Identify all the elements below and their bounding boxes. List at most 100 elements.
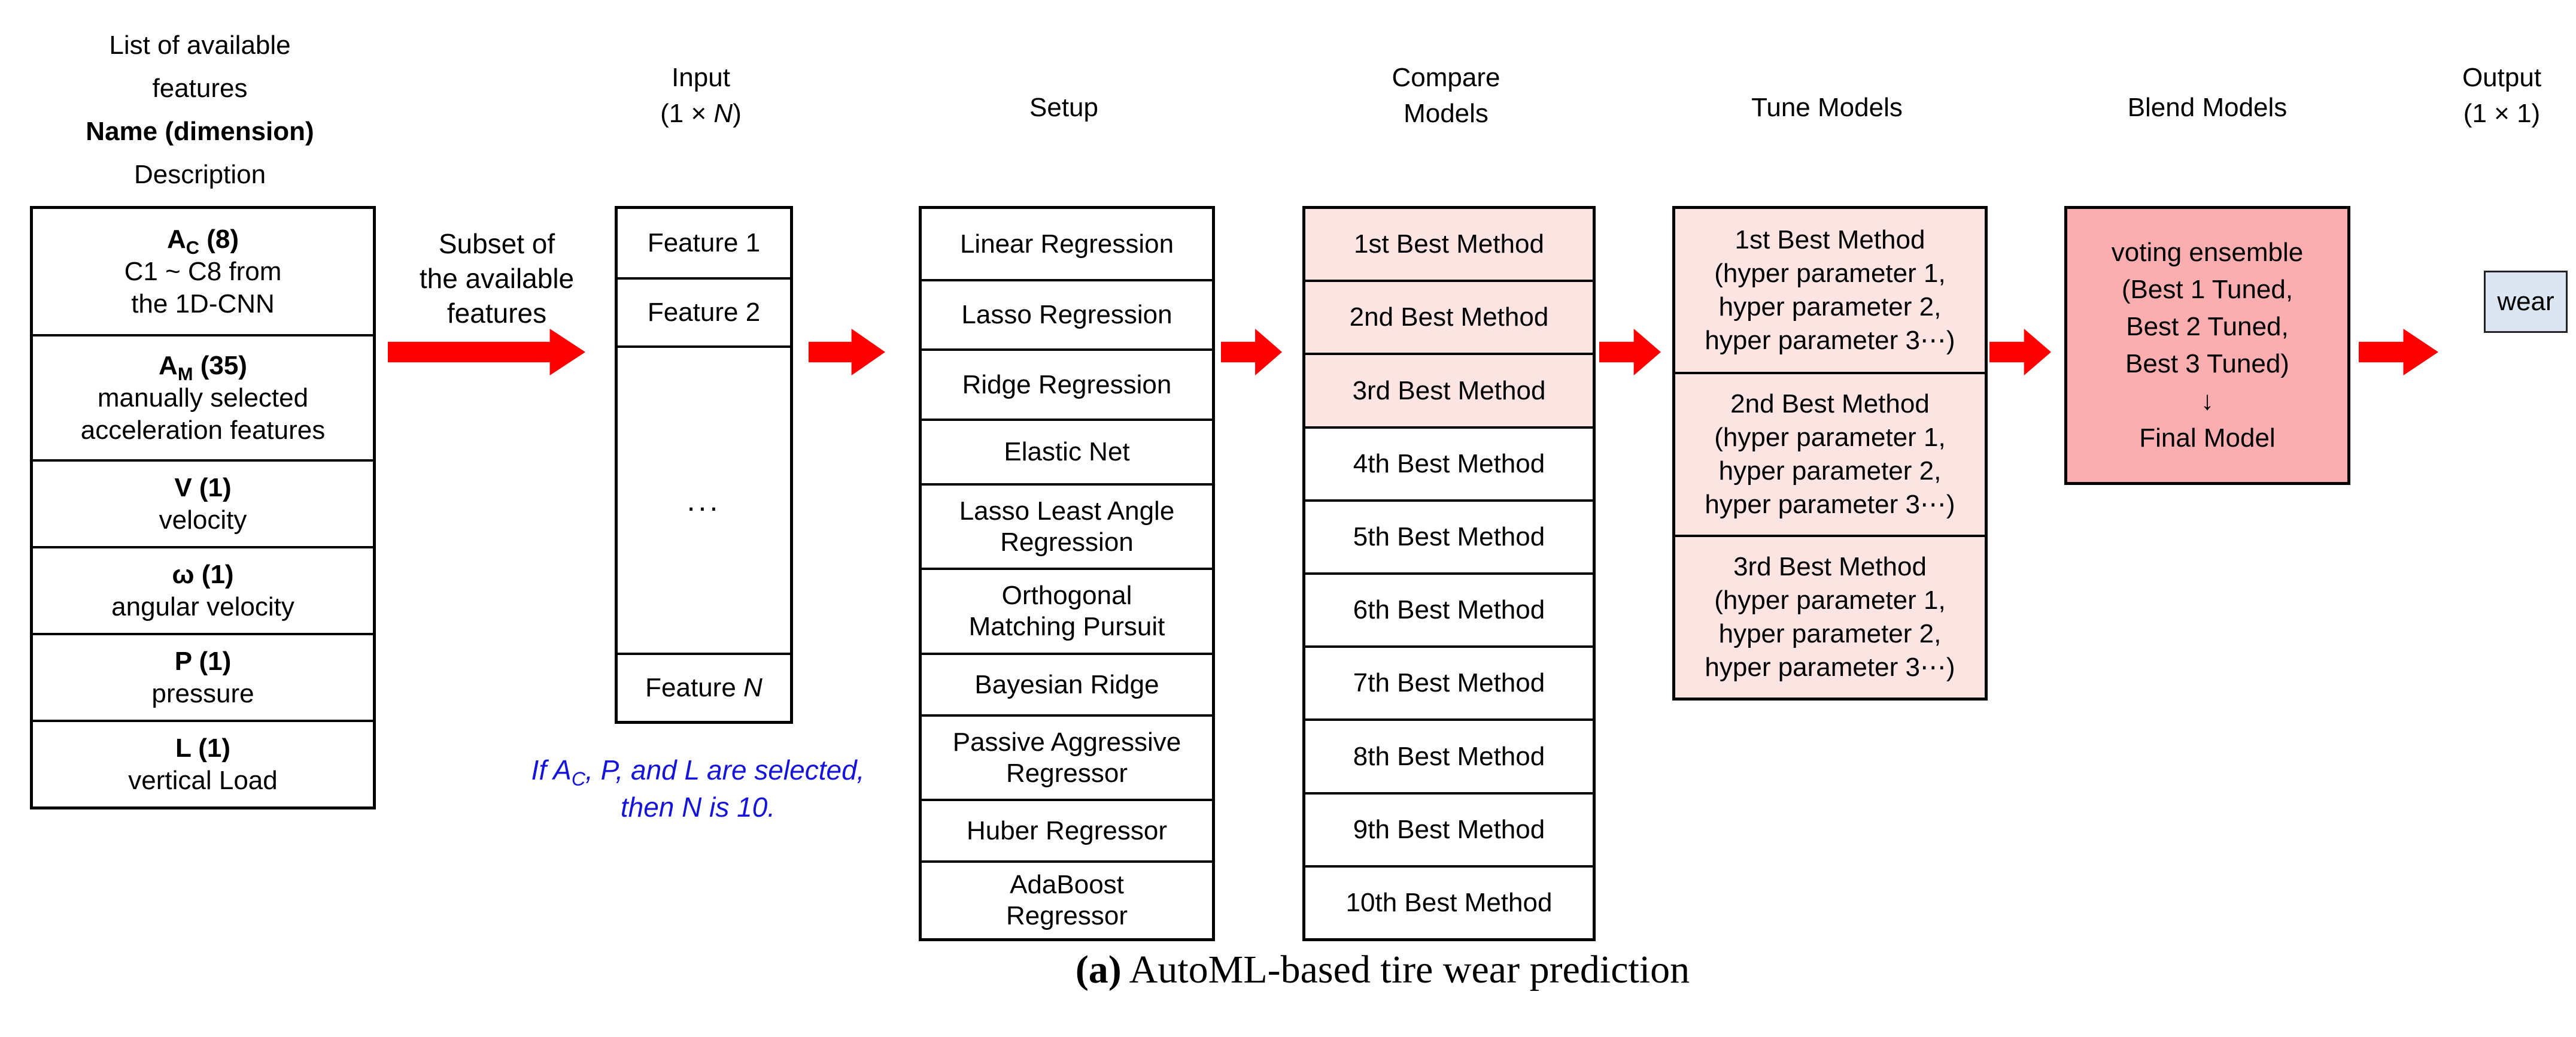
setup-model-label: Bayesian Ridge — [974, 669, 1159, 699]
tune-header-line: Tune Models — [1751, 93, 1903, 122]
wear-output-box: wear — [2484, 271, 2568, 333]
compare-row-6: 6th Best Method — [1305, 572, 1593, 645]
setup-header-line: Setup — [1029, 93, 1098, 122]
compare-table: 1st Best Method 2nd Best Method 3rd Best… — [1302, 206, 1596, 941]
feature-name: ω (1) — [172, 559, 234, 589]
setup-row: Ridge Regression — [922, 348, 1212, 419]
wear-label: wear — [2497, 287, 2554, 316]
input-row-ellipsis: ... — [618, 345, 790, 653]
compare-row-2: 2nd Best Method — [1305, 280, 1593, 353]
feature-row-v: V (1) velocity — [33, 459, 373, 546]
blend-header: Blend Models — [2064, 90, 2350, 126]
input-header: Input (1 × N) — [615, 60, 787, 132]
tune-header: Tune Models — [1672, 90, 1982, 126]
features-list-header: List of available features Name (dimensi… — [30, 24, 370, 196]
compare-row-3: 3rd Best Method — [1305, 353, 1593, 426]
input-cell-label: Feature N — [645, 673, 763, 702]
compare-rank-label: 6th Best Method — [1353, 595, 1545, 625]
setup-table: Linear Regression Lasso Regression Ridge… — [919, 206, 1215, 941]
input-table: Feature 1 Feature 2 ... Feature N — [615, 206, 793, 724]
compare-rank-label: 9th Best Method — [1353, 814, 1545, 844]
tune-box-params: (hyper parameter 1,hyper parameter 2,hyp… — [1705, 586, 1955, 682]
tune-box-2: 2nd Best Method (hyper parameter 1,hyper… — [1675, 372, 1985, 535]
compare-rank-label: 3rd Best Method — [1352, 375, 1546, 405]
setup-row: Linear Regression — [922, 209, 1212, 279]
subset-label: Subset of the available features — [395, 226, 599, 330]
compare-rank-label: 1st Best Method — [1354, 229, 1544, 259]
setup-model-label: Huber Regressor — [966, 815, 1168, 845]
tune-box-params: (hyper parameter 1,hyper parameter 2,hyp… — [1705, 423, 1955, 519]
feature-name: AM (35) — [159, 350, 247, 384]
feature-desc: vertical Load — [128, 765, 278, 795]
setup-model-label: Linear Regression — [959, 229, 1174, 259]
compare-rank-label: 8th Best Method — [1353, 741, 1545, 771]
tune-table: 1st Best Method (hyper parameter 1,hyper… — [1672, 206, 1988, 701]
setup-model-label: Elastic Net — [1004, 437, 1130, 466]
tune-box-3: 3rd Best Method (hyper parameter 1,hyper… — [1675, 535, 1985, 698]
compare-rank-label: 2nd Best Method — [1349, 302, 1549, 332]
setup-model-label: Lasso Regression — [961, 300, 1172, 329]
tune-box-title: 1st Best Method — [1734, 225, 1925, 254]
subset-label-line: Subset of — [438, 228, 555, 259]
flow-arrow-blend-to-output — [2359, 329, 2438, 375]
subset-label-line: features — [446, 298, 547, 329]
feature-desc: pressure — [151, 678, 254, 708]
input-row-feature-1: Feature 1 — [618, 209, 790, 277]
feature-row-omega: ω (1) angular velocity — [33, 546, 373, 633]
setup-row: Elastic Net — [922, 419, 1212, 483]
compare-row-1: 1st Best Method — [1305, 209, 1593, 280]
flow-arrow-features-to-input — [388, 329, 585, 375]
input-row-feature-2: Feature 2 — [618, 277, 790, 345]
ellipsis-text: ... — [686, 483, 721, 517]
compare-row-8: 8th Best Method — [1305, 718, 1593, 792]
output-header-line: (1 × 1) — [2463, 99, 2541, 128]
note-line: then N is 10. — [620, 792, 776, 823]
compare-row-5: 5th Best Method — [1305, 499, 1593, 572]
compare-row-10: 10th Best Method — [1305, 865, 1593, 938]
compare-rank-label: 5th Best Method — [1353, 521, 1545, 551]
input-header-line: Input — [672, 63, 730, 92]
feature-row-l: L (1) vertical Load — [33, 720, 373, 806]
flow-arrow-input-to-setup — [809, 329, 885, 375]
n-definition-note: If AC, P, and L are selected, then N is … — [499, 751, 897, 826]
tune-box-title: 2nd Best Method — [1730, 389, 1930, 419]
features-header-line: Description — [133, 160, 266, 189]
setup-model-label: Ridge Regression — [962, 369, 1172, 399]
setup-row: Huber Regressor — [922, 799, 1212, 860]
feature-name: AC (8) — [166, 224, 239, 258]
blend-header-line: Blend Models — [2127, 93, 2288, 122]
feature-row-p: P (1) pressure — [33, 633, 373, 720]
blend-box-text: voting ensemble(Best 1 Tuned,Best 2 Tune… — [2111, 238, 2304, 453]
flow-arrow-compare-to-tune — [1599, 329, 1661, 375]
feature-name: L (1) — [175, 733, 231, 763]
features-header-line: Name (dimension) — [86, 117, 314, 146]
tune-box-title: 3rd Best Method — [1733, 552, 1927, 581]
feature-name: P (1) — [174, 646, 232, 676]
subset-label-line: the available — [419, 263, 575, 294]
compare-row-7: 7th Best Method — [1305, 645, 1593, 718]
input-cell-label: Feature 2 — [647, 298, 761, 327]
features-header-line: List of available — [109, 31, 291, 60]
input-row-feature-n: Feature N — [618, 653, 790, 721]
compare-header-line: Models — [1404, 99, 1489, 128]
feature-desc: angular velocity — [111, 592, 294, 621]
setup-row: Lasso Regression — [922, 279, 1212, 348]
tune-box-params: (hyper parameter 1,hyper parameter 2,hyp… — [1705, 259, 1955, 355]
note-line: If AC, P, and L are selected, — [531, 754, 865, 790]
feature-name: V (1) — [174, 472, 232, 502]
output-header-line: Output — [2462, 63, 2542, 92]
input-cell-label: Feature 1 — [647, 228, 761, 257]
output-header: Output (1 × 1) — [2418, 60, 2576, 132]
compare-rank-label: 10th Best Method — [1345, 887, 1553, 917]
compare-header-line: Compare — [1392, 63, 1500, 92]
